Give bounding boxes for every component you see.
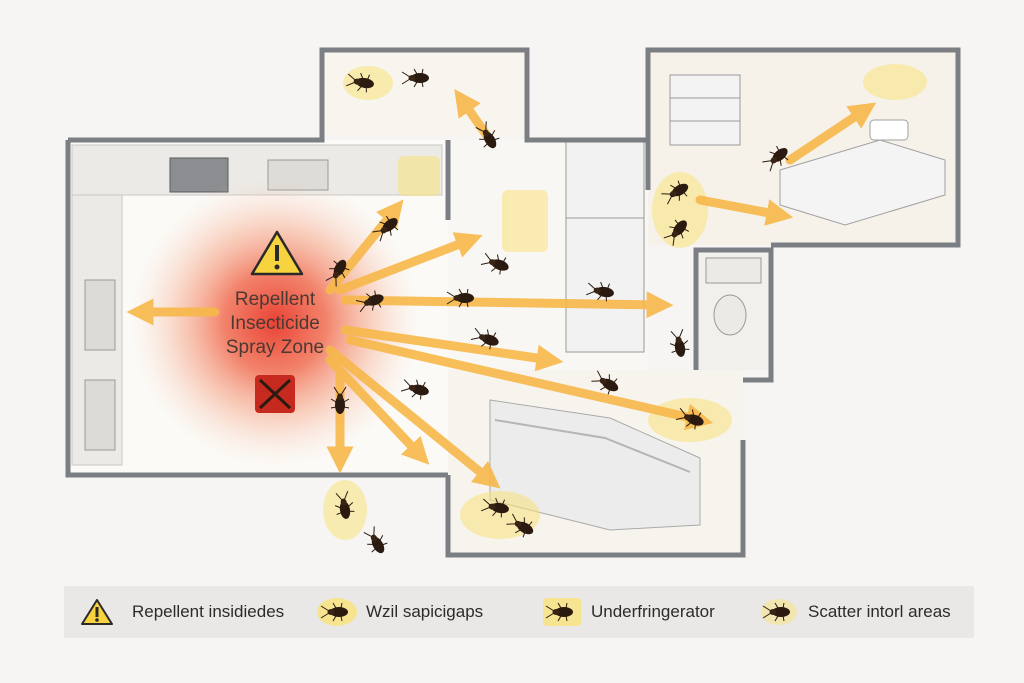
legend-label: Repellent insidiedes: [132, 602, 285, 621]
bathroom-fixtures: [705, 257, 762, 336]
spray-zone-glow: [130, 177, 420, 467]
bedroom-furniture: [669, 74, 946, 226]
walls: [65, 47, 961, 558]
spray-zone-line-3: Spray Zone: [225, 337, 325, 358]
legend-item-scatter: Scatter intorl areas: [756, 586, 951, 638]
refrigerator: [565, 141, 645, 353]
legend-item-wall-gaps: Wzil sapicigaps: [314, 586, 483, 638]
spray-zone-line-2: Insecticide: [230, 313, 320, 334]
legend-item-repellent: Repellent insidiedes: [80, 586, 284, 638]
cockroach-icon: [667, 328, 691, 359]
legend-label: Wzil sapicigaps: [366, 602, 484, 621]
cockroach-icon: [360, 524, 391, 558]
legend-label: Scatter intorl areas: [808, 602, 951, 621]
kitchen-counters: [71, 144, 443, 466]
legend-item-under-fridge: Underfringerator: [539, 586, 715, 638]
legend-label: Underfringerator: [591, 602, 715, 621]
cockroach-icon: [761, 599, 797, 625]
legend: Repellent insidiedes Wzil sapicigaps Und…: [64, 586, 974, 638]
no-spray-icon: [255, 375, 295, 413]
spray-zone-label: Repellent Insecticide Spray Zone: [205, 288, 345, 360]
cockroach-icon: [543, 598, 581, 626]
scatter-arrows: [126, 88, 877, 489]
spray-zone-line-1: Repellent: [234, 289, 316, 310]
cockroach-icon: [317, 598, 357, 626]
warning-icon: [250, 230, 304, 276]
warning-icon: [81, 599, 113, 625]
